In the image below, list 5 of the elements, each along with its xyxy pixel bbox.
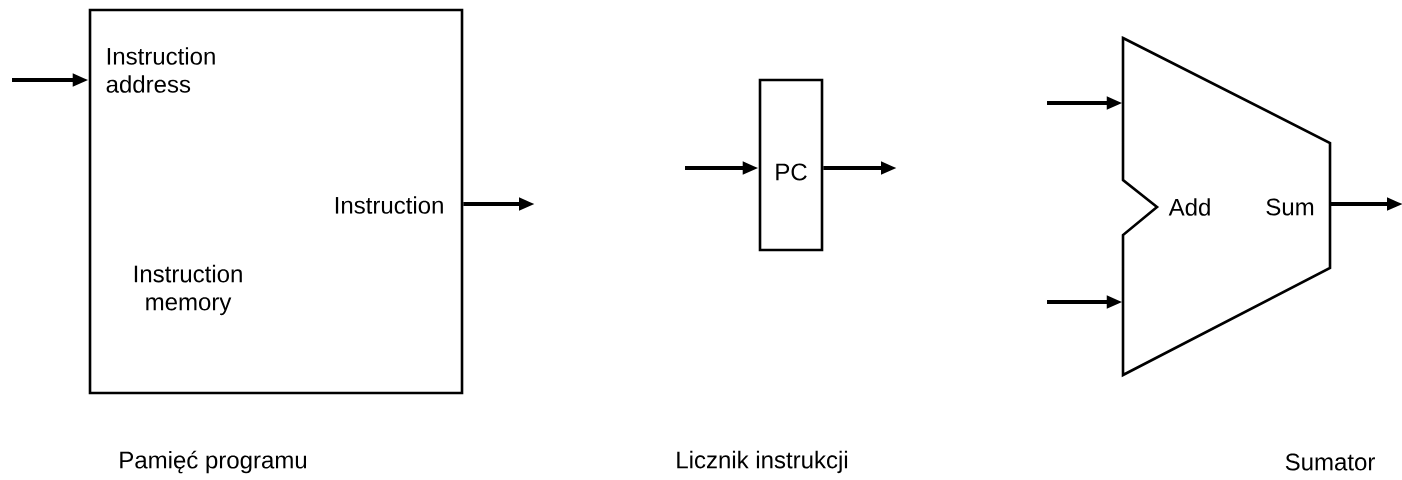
memory-block: Instruction address Instruction Instruction memory [88,8,464,395]
block-title: Licznik instrukcji [677,450,848,474]
register-box: PC [758,78,824,252]
block-title: Sumator [1285,453,1375,471]
block-title: Pamięć programu [120,450,307,474]
